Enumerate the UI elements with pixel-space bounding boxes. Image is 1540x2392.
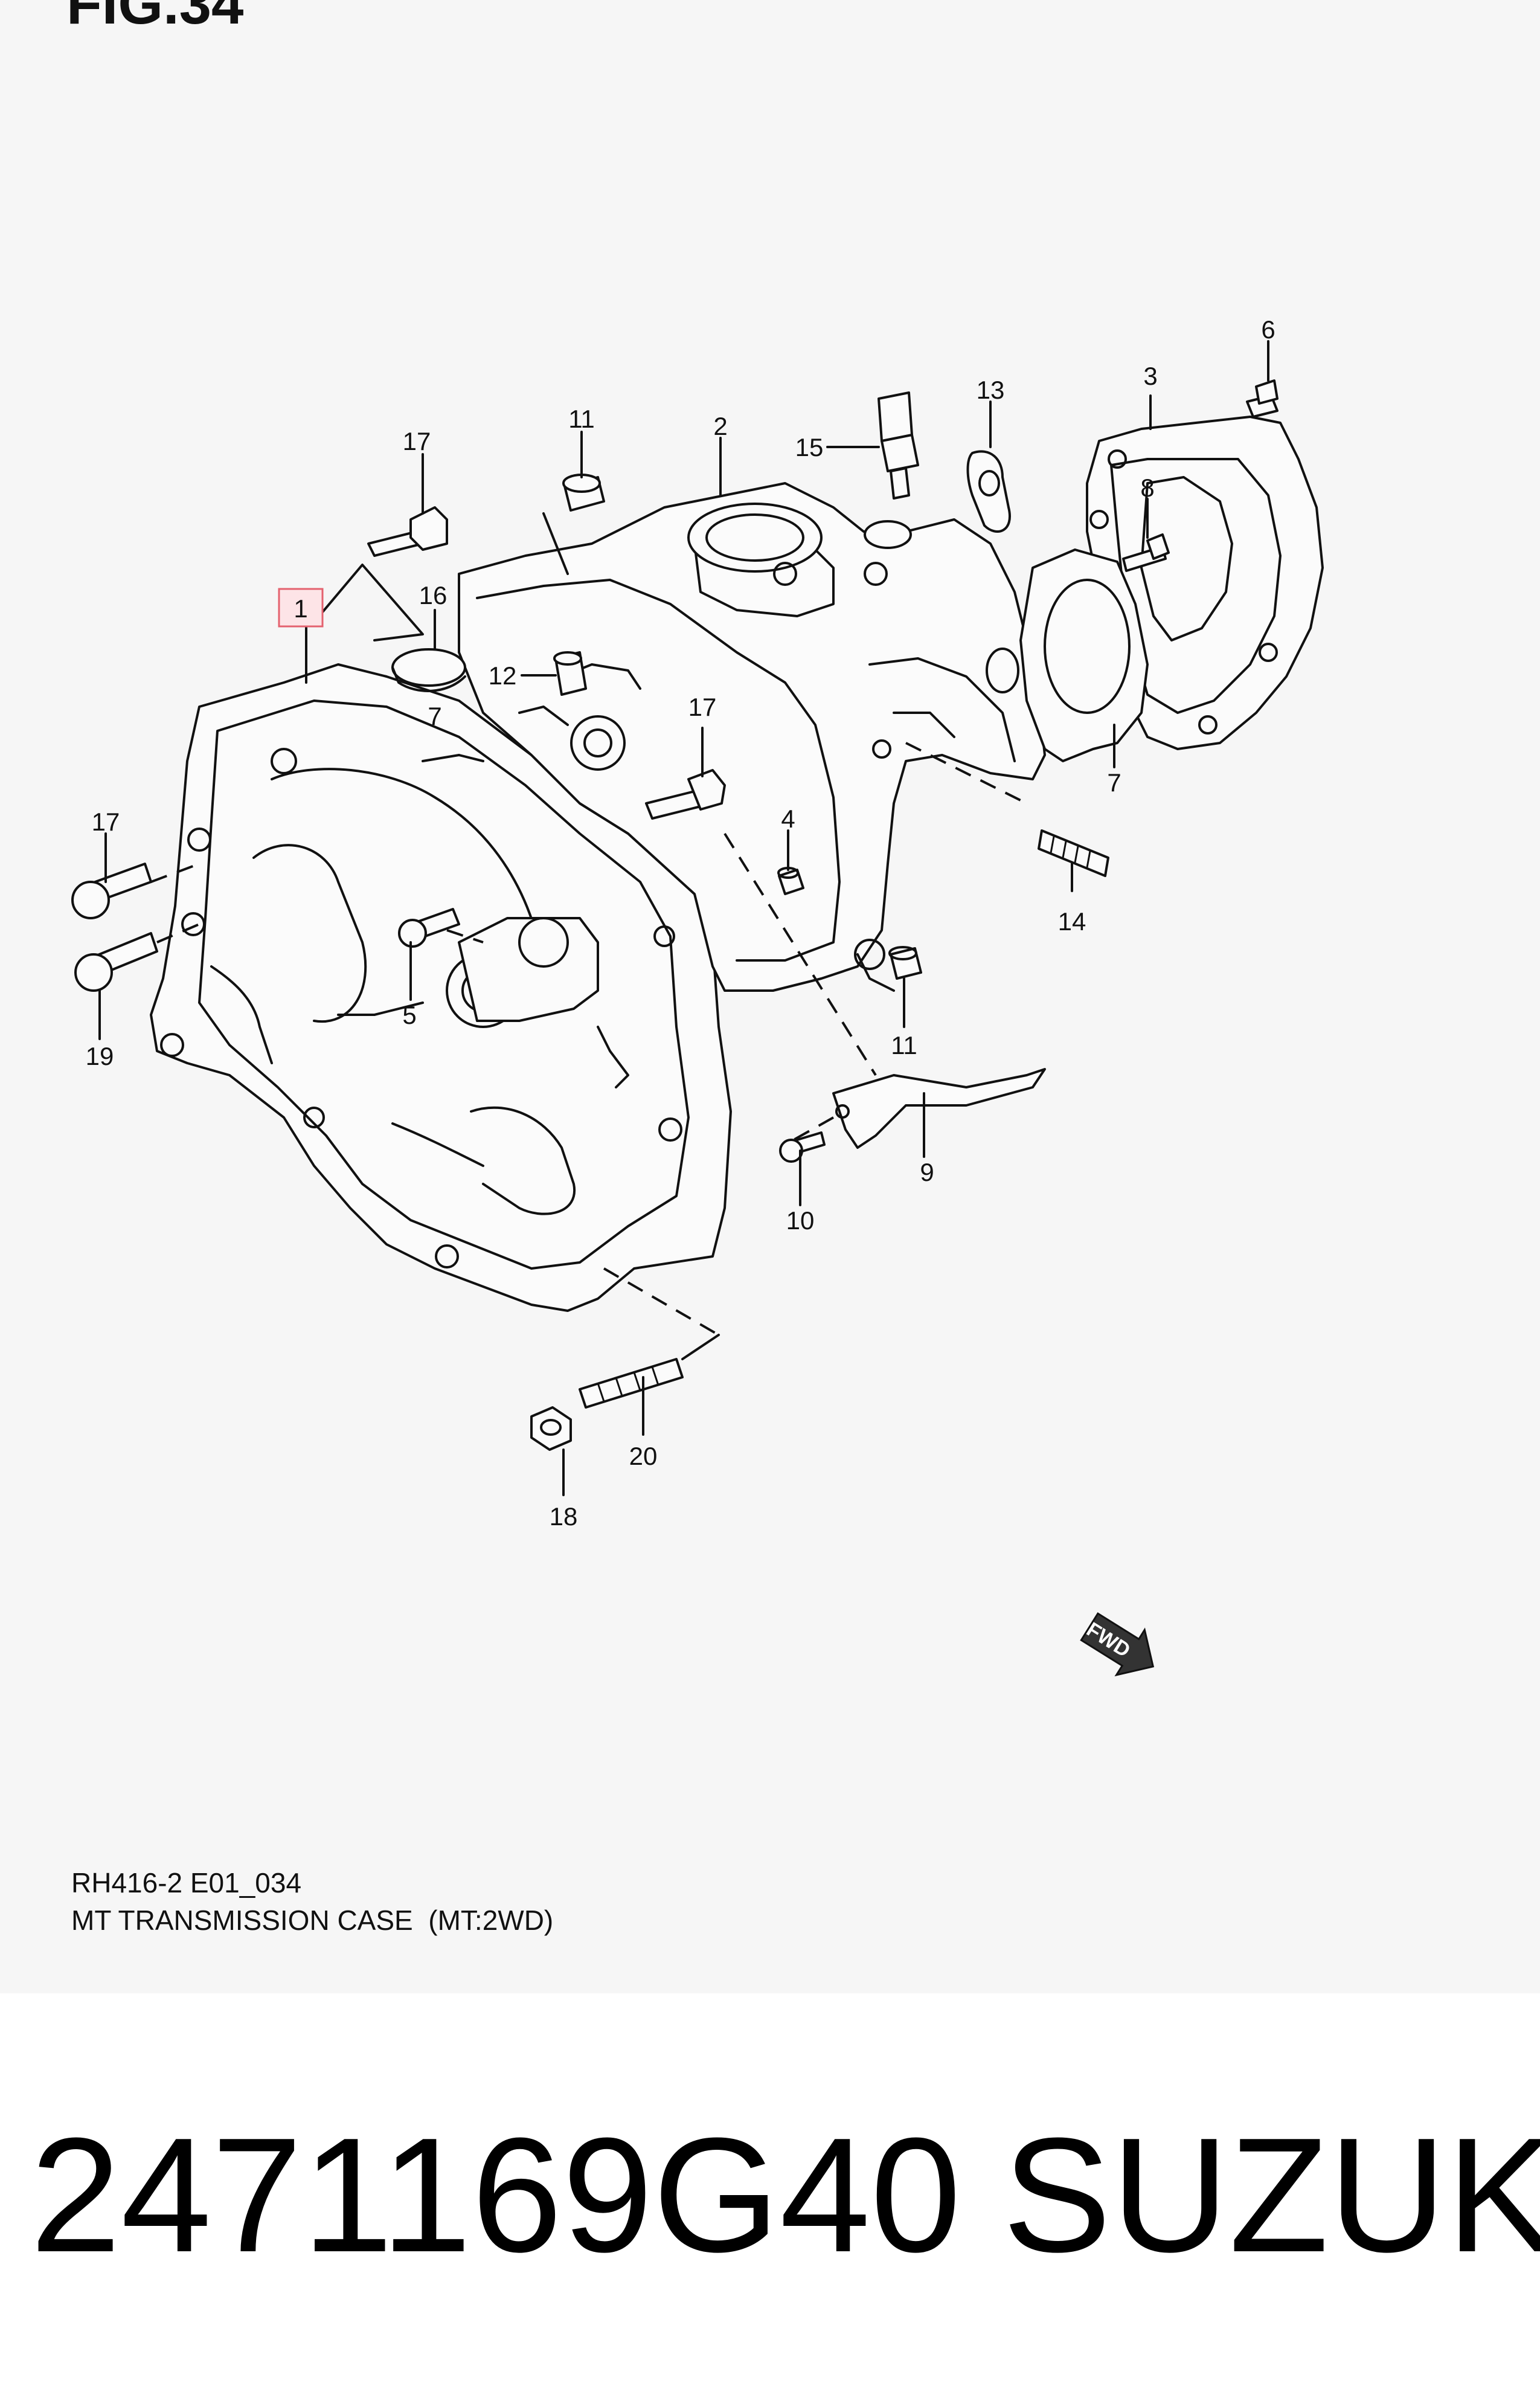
diagram-code: RH416-2 E01_034 xyxy=(71,1867,302,1898)
bolt-6 xyxy=(1246,379,1279,418)
part-1-highlight xyxy=(278,588,324,628)
fwd-arrow-icon: FWD xyxy=(1080,1612,1155,1677)
bolt-10 xyxy=(779,1131,826,1163)
stud-20 xyxy=(579,1358,684,1409)
callout-labels: 1 2 3 4 5 6 7 7 8 9 10 11 11 12 13 14 15… xyxy=(86,315,1275,1531)
bracket-9 xyxy=(832,1068,1046,1149)
assembly-dash-lines xyxy=(150,742,1027,1360)
bolt-5 xyxy=(398,908,460,948)
callout-9: 9 xyxy=(920,1158,934,1186)
diagram-area: FIG.34 xyxy=(66,0,1324,1936)
callout-6: 6 xyxy=(1261,315,1275,344)
callout-8: 8 xyxy=(1140,474,1154,502)
diagram-caption: MT TRANSMISSION CASE (MT:2WD) xyxy=(71,1905,554,1936)
breather-12 xyxy=(553,651,587,696)
callout-14: 14 xyxy=(1058,907,1086,936)
nut-18 xyxy=(530,1406,572,1451)
callout-10: 10 xyxy=(786,1206,815,1235)
callout-2: 2 xyxy=(713,412,727,440)
leader-lines xyxy=(98,340,1269,1496)
transmission-case-rear xyxy=(458,482,1046,992)
plug-11-bottom xyxy=(888,946,922,980)
exploded-parts-diagram: 1 2 3 4 5 6 7 7 8 9 10 11 11 12 13 14 15… xyxy=(71,315,1324,1677)
bolt-19 xyxy=(74,932,158,992)
brand-name: SUZUKI xyxy=(1003,2104,1540,2286)
callout-3: 3 xyxy=(1143,362,1157,390)
callout-17-middle: 17 xyxy=(688,693,717,721)
callout-7-front: 7 xyxy=(428,702,441,730)
callout-19: 19 xyxy=(86,1042,114,1070)
bolt-17-left xyxy=(71,863,152,919)
callout-5: 5 xyxy=(402,1001,416,1029)
switch-15 xyxy=(877,391,919,500)
stud-14 xyxy=(1038,829,1109,877)
callout-17-left: 17 xyxy=(92,808,120,836)
callout-13: 13 xyxy=(977,376,1005,404)
cap-16 xyxy=(391,648,466,692)
callout-18: 18 xyxy=(550,1502,578,1531)
callout-1: 1 xyxy=(294,594,307,623)
extension-gasket xyxy=(1019,548,1149,762)
plug-11-top xyxy=(562,474,605,512)
callout-11-top: 11 xyxy=(568,405,595,433)
callout-16: 16 xyxy=(419,581,448,609)
figure-header: FIG.34 xyxy=(66,0,244,36)
bolt-17-top xyxy=(367,506,448,557)
pin-4 xyxy=(777,867,804,895)
bolt-17-middle xyxy=(645,769,726,820)
gasket-13 xyxy=(966,450,1011,533)
part-number: 2471169G40 xyxy=(30,2104,961,2286)
transmission-case-front xyxy=(150,663,732,1312)
callout-11-bottom: 11 xyxy=(891,1031,917,1059)
callout-17-top: 17 xyxy=(403,427,431,455)
callout-20: 20 xyxy=(629,1442,658,1470)
callout-15: 15 xyxy=(795,433,824,461)
bolt-8 xyxy=(1122,533,1170,572)
callout-12: 12 xyxy=(489,661,517,690)
callout-4: 4 xyxy=(781,805,795,833)
callout-7-rear: 7 xyxy=(1107,768,1121,797)
